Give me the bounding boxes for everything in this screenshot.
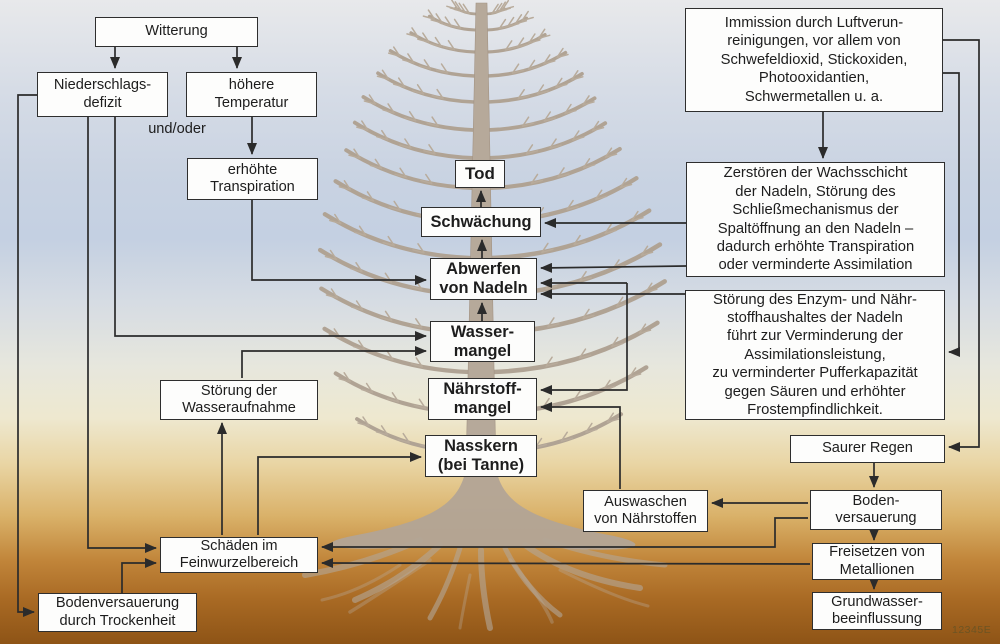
node-naehrstoffmangel: Nährstoff- mangel — [428, 378, 537, 420]
node-freisetzen-metallionen: Freisetzen von Metallionen — [812, 543, 942, 580]
connector-lines — [17, 39, 980, 617]
arrow-immission-enzym — [943, 72, 960, 357]
arrow-bodenvers-trockenheit-schaeden — [121, 558, 157, 593]
arrow-niederschlag-bodenvers-trockenheit — [17, 94, 37, 617]
node-stoerung-wasseraufnahme: Störung der Wasseraufnahme — [160, 380, 318, 420]
node-nasskern: Nasskern (bei Tanne) — [425, 435, 537, 477]
arrow-wasseraufnahme-wassermangel — [241, 346, 427, 378]
arrow-freisetzen-schaeden — [321, 558, 811, 569]
node-wassermangel: Wasser- mangel — [430, 321, 535, 362]
node-zerstoeren-wachsschicht: Zerstören der Wachsschicht der Nadeln, S… — [686, 162, 945, 277]
arrow-niederschlag-wassermangel — [114, 117, 427, 341]
node-niederschlagsdefizit: Niederschlags- defizit — [37, 72, 168, 117]
arrow-schaeden-nasskern — [257, 452, 422, 535]
label-und-oder: und/oder — [148, 121, 206, 137]
node-erhoehte-transpiration: erhöhte Transpiration — [187, 158, 318, 200]
watermark: 12345E — [952, 624, 992, 636]
arrow-bodenversauerung-schaeden — [321, 517, 808, 552]
node-hoehere-temperatur: höhere Temperatur — [186, 72, 317, 117]
node-schaeden-feinwurzel: Schäden im Feinwurzelbereich — [160, 537, 318, 573]
tree-illustration — [302, 0, 668, 631]
arrow-zerstoeren-abwerfen — [540, 262, 687, 273]
node-bodenversauerung-trockenheit: Bodenversauerung durch Trockenheit — [38, 593, 197, 632]
tree-roots-deep — [320, 558, 650, 630]
arrow-branch-naehrstoffmangel — [540, 283, 628, 395]
node-abwerfen-von-nadeln: Abwerfen von Nadeln — [430, 258, 537, 300]
arrow-transpiration-abwerfen — [251, 200, 427, 285]
node-saurer-regen: Saurer Regen — [790, 435, 945, 463]
arrow-immission-saurer-regen — [943, 39, 980, 452]
arrow-niederschlag-schaeden — [87, 117, 157, 553]
node-grundwasser-beeinflussung: Grundwasser- beeinflussung — [812, 592, 942, 630]
node-schwaechung: Schwächung — [421, 207, 541, 237]
node-stoerung-enzym: Störung des Enzym- und Nähr- stoffhausha… — [685, 290, 945, 420]
node-tod: Tod — [455, 160, 505, 188]
arrow-auswaschen-naehrstoffmangel — [540, 402, 621, 489]
tree-roots — [302, 537, 668, 631]
node-auswaschen-naehrstoffe: Auswaschen von Nährstoffen — [583, 490, 708, 532]
node-bodenversauerung: Boden- versauerung — [810, 490, 942, 530]
tree-base-flare — [331, 468, 636, 550]
node-witterung: Witterung — [95, 17, 258, 47]
node-immission: Immission durch Luftverun- reinigungen, … — [685, 8, 943, 112]
